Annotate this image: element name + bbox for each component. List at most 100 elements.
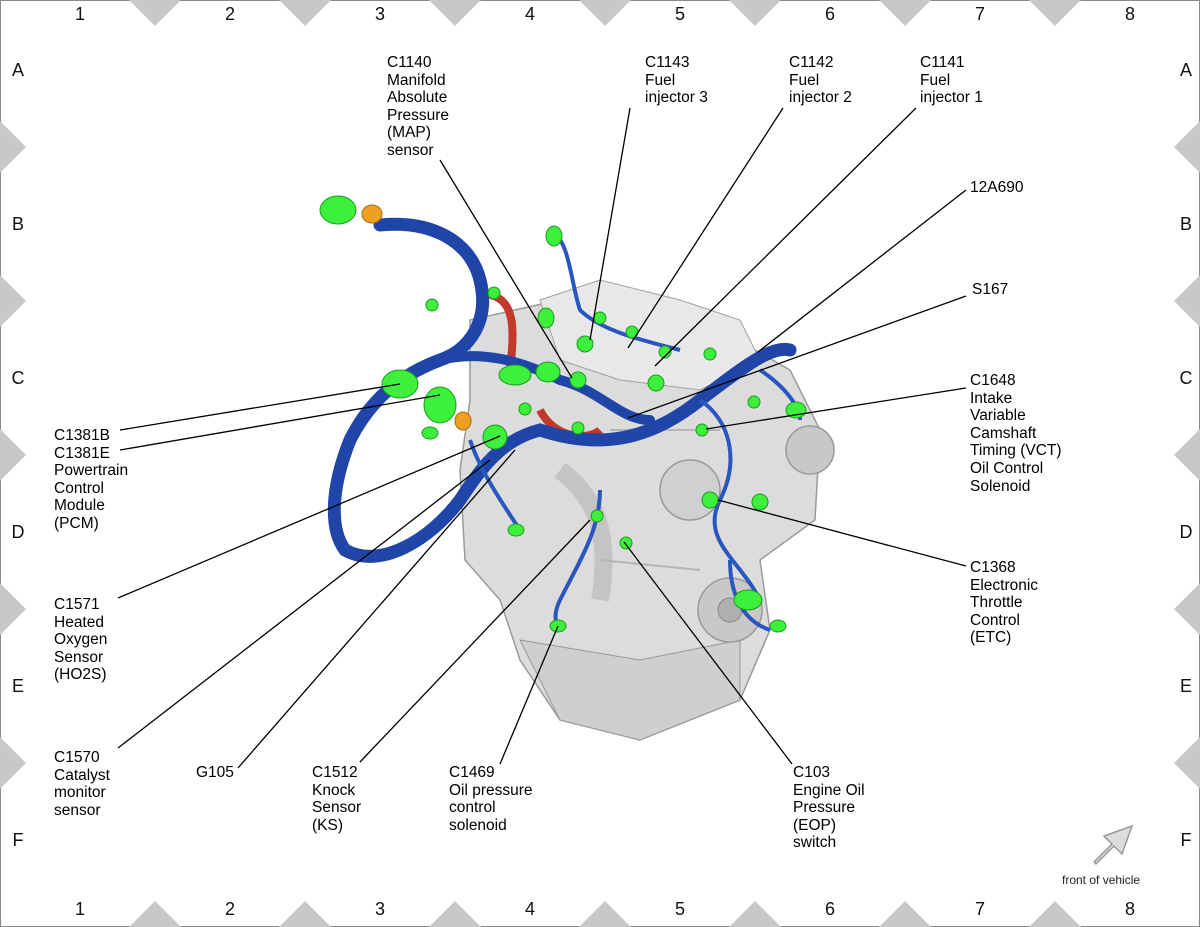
frame-marker-left — [0, 737, 26, 789]
engine-intake-pipe — [554, 462, 613, 602]
connector-shape — [421, 426, 439, 440]
leader-line — [237, 449, 516, 769]
grid-row-label-left: A — [11, 60, 24, 80]
connector-orange-shape — [454, 411, 472, 431]
connector-shape — [425, 298, 439, 312]
grid-column-label-top: 3 — [374, 4, 385, 24]
callout-c1381: C1381B C1381E Powertrain Control Module … — [54, 427, 129, 532]
front-of-vehicle-label: front of vehicle — [1062, 873, 1141, 887]
grid-row-label-left: E — [11, 676, 24, 696]
engine-block — [459, 279, 835, 741]
connector-shape — [569, 371, 587, 389]
connector-shape — [647, 374, 665, 392]
connector-orange-shape — [361, 204, 383, 224]
connector-shape — [507, 523, 525, 537]
grid-column-label-bottom: 7 — [974, 899, 985, 919]
leader-line — [623, 541, 793, 765]
frame-marker-top — [729, 0, 781, 26]
grid-row-label-left: D — [11, 522, 25, 542]
callout-c1143: C1143 Fuel injector 3 — [645, 54, 708, 107]
callout-c1368: C1368 Electronic Throttle Control (ETC) — [970, 559, 1039, 647]
grid-column-label-top: 1 — [74, 4, 85, 24]
connector-shape — [545, 225, 563, 247]
frame-marker-bottom — [579, 901, 631, 927]
grid-column-label-bottom: 3 — [374, 899, 385, 919]
leader-line — [439, 159, 573, 379]
frame-marker-right — [1174, 583, 1200, 635]
leader-line — [499, 625, 559, 765]
leader-line — [117, 435, 501, 599]
callout-c1648: C1648 Intake Variable Camshaft Timing (V… — [970, 372, 1062, 495]
engine-oil-pan — [519, 639, 741, 741]
connector-shape — [423, 386, 457, 424]
connector-shape — [619, 536, 633, 550]
frame-marker-left — [0, 429, 26, 481]
connector-shape — [733, 589, 763, 611]
leader-line — [117, 459, 491, 749]
grid-row-label-right: A — [1179, 60, 1192, 80]
callout-g105: G105 — [196, 764, 234, 781]
engine-front-pulley — [785, 425, 835, 475]
callout-c1571: C1571 Heated Oxygen Sensor (HO2S) — [54, 596, 108, 684]
connector-shape — [769, 619, 787, 633]
connector-shape — [571, 421, 585, 435]
connector-shape — [703, 347, 717, 361]
connector-shape — [487, 286, 501, 300]
connector-shape — [482, 424, 508, 450]
grid-column-label-bottom: 6 — [824, 899, 835, 919]
connector-shape — [535, 361, 561, 383]
callout-s167: S167 — [972, 281, 1009, 298]
connector-shape — [518, 402, 532, 416]
frame-marker-top — [1029, 0, 1081, 26]
frame-marker-top — [129, 0, 181, 26]
grid-column-label-top: 5 — [674, 4, 685, 24]
grid-row-label-left: F — [12, 830, 24, 850]
front-arrow-shape — [1092, 824, 1134, 866]
leader-line — [654, 107, 917, 367]
connector-shape — [576, 335, 594, 353]
frame-marker-left — [0, 275, 26, 327]
grid-column-label-top: 7 — [974, 4, 985, 24]
frame-marker-top — [429, 0, 481, 26]
leader-line — [589, 107, 631, 341]
harness-left-branch — [468, 439, 522, 532]
frame-marker-top — [879, 0, 931, 26]
grid-row-label-right: E — [1179, 676, 1192, 696]
callout-c1140: C1140 Manifold Absolute Pressure (MAP) s… — [387, 54, 450, 159]
grid-column-label-top: 4 — [524, 4, 535, 24]
frame-marker-bottom — [279, 901, 331, 927]
frame-marker-right — [1174, 275, 1200, 327]
leader-line — [757, 189, 967, 353]
throttle-body — [659, 459, 721, 521]
connector-shape — [593, 311, 607, 325]
frame-marker-bottom — [879, 901, 931, 927]
leader-line — [119, 394, 441, 451]
wiring-harness — [327, 217, 802, 632]
engine-rib-2 — [599, 559, 701, 571]
grid-row-label-left: C — [11, 368, 25, 388]
grid-row-label-right: C — [1179, 368, 1193, 388]
frame-marker-bottom — [429, 901, 481, 927]
callout-12a690: 12A690 — [970, 179, 1024, 196]
callout-c1142: C1142 Fuel injector 2 — [789, 54, 852, 107]
leader-line — [627, 107, 784, 349]
harness-top-branch — [548, 228, 681, 352]
leader-line — [359, 519, 591, 763]
front-of-vehicle-arrow-icon — [1092, 824, 1134, 866]
connector-shape — [590, 509, 604, 523]
frame-marker-right — [1174, 737, 1200, 789]
connector-shape — [498, 364, 532, 386]
frame-marker-bottom — [129, 901, 181, 927]
frame-marker-right — [1174, 121, 1200, 173]
harness-main-loop — [327, 217, 797, 563]
grid-column-label-bottom: 5 — [674, 899, 685, 919]
frame-marker-top — [279, 0, 331, 26]
connector-shape — [701, 491, 719, 509]
connector-shape — [751, 493, 769, 511]
frame-marker-right — [1174, 429, 1200, 481]
callout-c1141: C1141 Fuel injector 1 — [920, 54, 983, 107]
frame-marker-bottom — [1029, 901, 1081, 927]
callout-c1570: C1570 Catalyst monitor sensor — [54, 749, 110, 819]
leader-line — [119, 383, 401, 431]
grid-column-label-bottom: 1 — [74, 899, 85, 919]
